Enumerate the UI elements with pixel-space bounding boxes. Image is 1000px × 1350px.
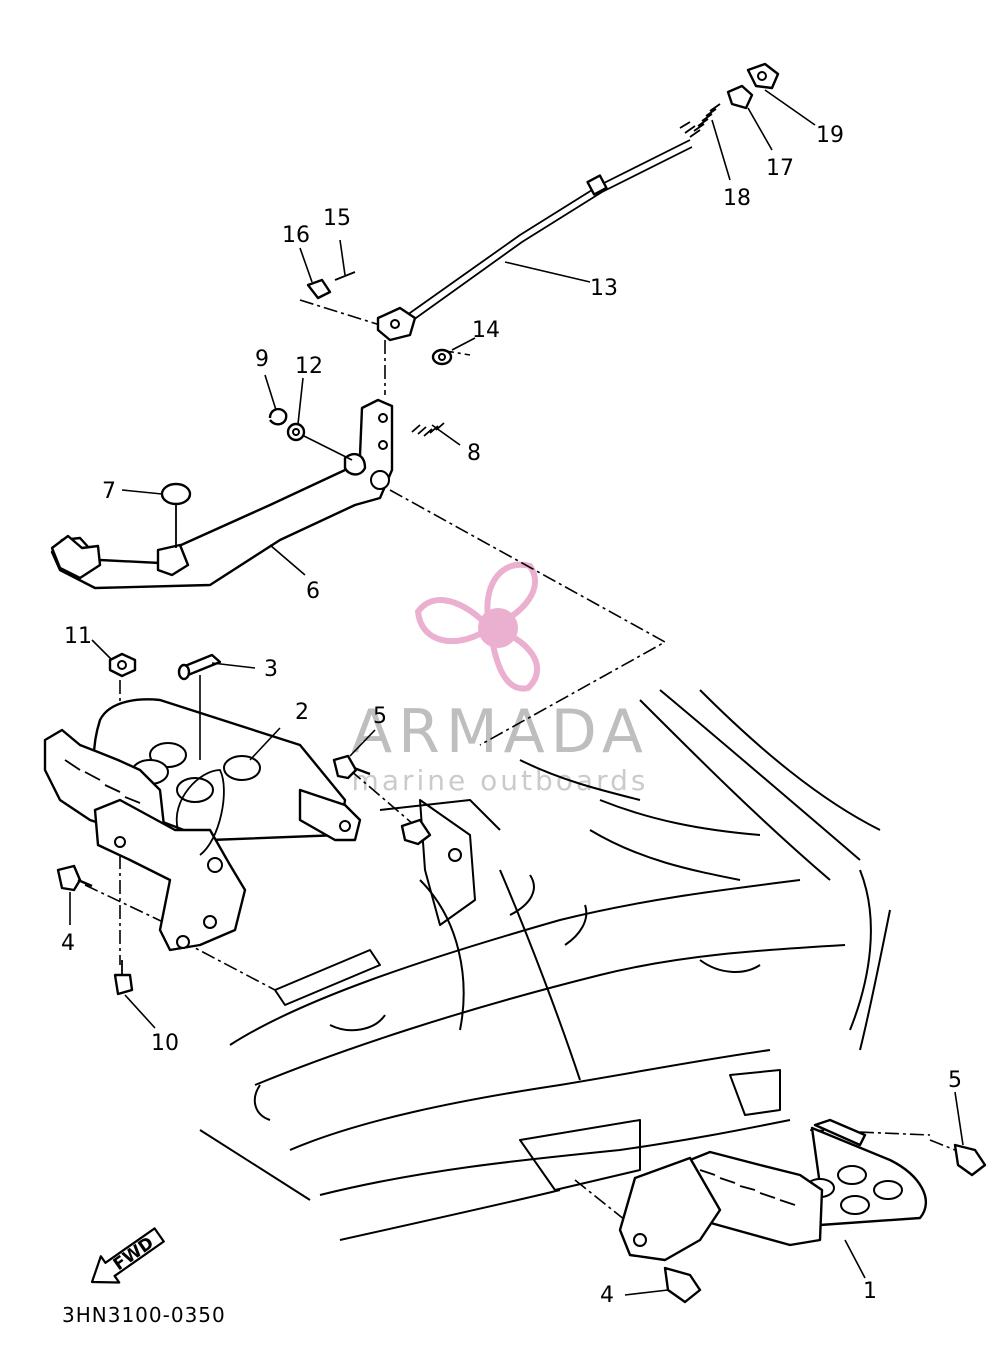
fwd-label: FWD [110, 1233, 158, 1275]
callout-4-right: 4 [600, 1283, 614, 1308]
callout-3: 3 [264, 657, 278, 682]
part-14-washer [431, 348, 453, 366]
part-18-spring [679, 103, 721, 138]
part-9-clip [268, 407, 288, 426]
callout-5-right: 5 [948, 1068, 962, 1093]
callout-labels: 19 17 18 13 14 15 16 9 12 8 7 6 11 3 2 5… [61, 123, 962, 1308]
part-17-nut [726, 84, 754, 110]
part-6-brake-pedal [50, 398, 394, 590]
callout-11: 11 [64, 624, 92, 649]
leader-lines [69, 89, 964, 1296]
fwd-arrow: FWD [90, 1227, 165, 1284]
part-4-bolt-right [663, 1266, 702, 1304]
callout-4-left: 4 [61, 931, 75, 956]
callout-12: 12 [295, 354, 323, 379]
callout-6: 6 [306, 579, 320, 604]
part-8-return-spring [411, 422, 445, 437]
part-2-footrest-left [43, 698, 362, 842]
part-3-collar [177, 653, 222, 681]
watermark-title: ARMADA [351, 697, 649, 767]
armada-logo: ARMADA marine outboards [351, 561, 649, 797]
part-13-brake-rod [376, 139, 693, 342]
frame [199, 689, 891, 1241]
callout-7: 7 [102, 479, 116, 504]
part-19-adjuster-nut [746, 62, 780, 90]
part-1-footrest-right [618, 1118, 928, 1262]
propeller-icon [414, 561, 541, 692]
callout-15: 15 [323, 206, 351, 231]
callout-1: 1 [863, 1279, 877, 1304]
arrow-icon [90, 1227, 165, 1284]
callout-19: 19 [816, 123, 844, 148]
footrest-bracket-left [93, 769, 247, 952]
callout-5-upper: 5 [373, 704, 387, 729]
callout-18: 18 [723, 186, 751, 211]
part-5-bolt-right [953, 1143, 987, 1177]
part-16-pin [306, 278, 332, 300]
part-10-bolt [113, 960, 134, 996]
diagram-code: 3HN3100-0350 [62, 1303, 226, 1327]
part-11-nut [108, 652, 137, 678]
callout-8: 8 [467, 441, 481, 466]
callout-2: 2 [295, 700, 309, 725]
part-7-stopper [160, 482, 192, 548]
callout-17: 17 [766, 156, 794, 181]
watermark-subtitle: marine outboards [352, 764, 649, 797]
part-12-washer [286, 422, 353, 461]
part-4-bolt-left [56, 864, 93, 892]
callout-10: 10 [151, 1031, 179, 1056]
callout-16: 16 [282, 223, 310, 248]
callout-9: 9 [255, 347, 269, 372]
part-15-cotter-pin [334, 271, 356, 281]
callout-14: 14 [472, 318, 500, 343]
part-5-bolt-upper [332, 754, 432, 846]
callout-13: 13 [590, 276, 618, 301]
